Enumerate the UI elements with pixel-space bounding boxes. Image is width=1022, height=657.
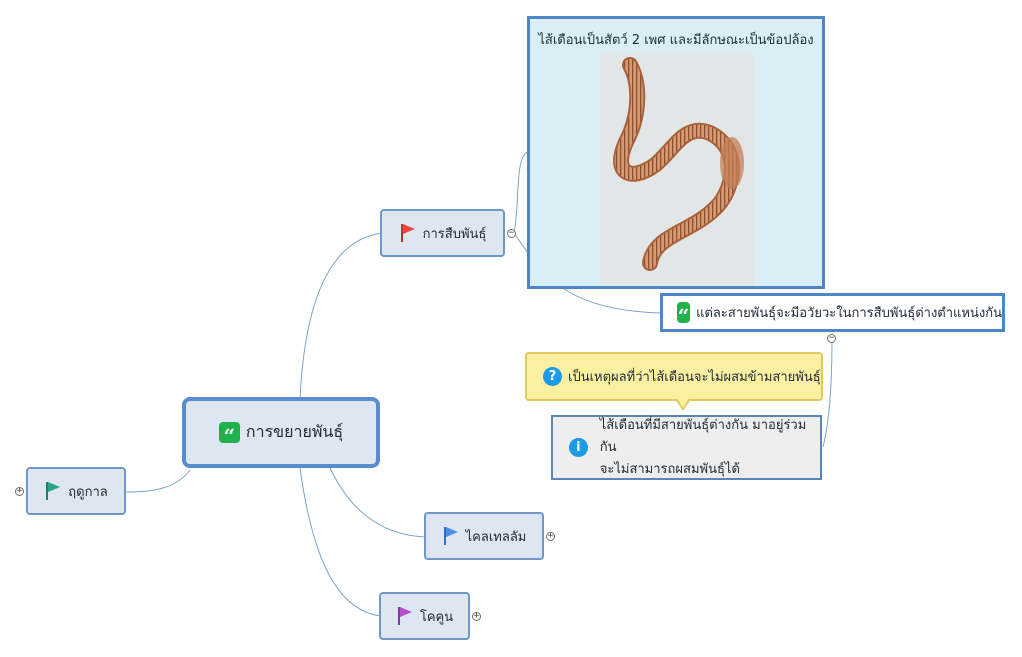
red-flag-icon	[400, 224, 415, 242]
collapse-toggle-note[interactable]: −	[827, 333, 836, 343]
image-caption: ไส้เดือนเป็นสัตว์ 2 เพศ และมีลักษณะเป็นข…	[538, 33, 814, 48]
expand-toggle-cocoon[interactable]: +	[472, 611, 481, 621]
central-topic-label: การขยายพันธุ์	[245, 422, 344, 441]
info-icon: i	[569, 438, 588, 457]
topic-reproduction-label: การสืบพันธุ์	[422, 226, 487, 242]
blue-flag-icon	[443, 527, 458, 545]
question-callout[interactable]: ? เป็นเหตุผลที่ว่าไส้เดือนจะไม่ผสมข้ามสา…	[525, 352, 823, 411]
quote-icon: “	[218, 422, 240, 446]
question-callout-label: เป็นเหตุผลที่ว่าไส้เดือนจะไม่ผสมข้ามสายพ…	[568, 370, 821, 385]
earthworm-image	[600, 53, 754, 285]
central-topic[interactable]: “ การขยายพันธุ์	[182, 397, 380, 468]
topic-clitellum[interactable]: ไคลเทลลัม	[424, 512, 544, 560]
image-topic[interactable]: ไส้เดือนเป็นสัตว์ 2 เพศ และมีลักษณะเป็นข…	[527, 16, 825, 289]
topic-season-label: ฤดูกาล	[68, 484, 108, 500]
callout-tail	[675, 398, 691, 411]
note-topic[interactable]: “ แต่ละสายพันธุ์จะมีอวัยวะในการสืบพันธุ์…	[660, 293, 1005, 332]
info-line-1: ไส้เดือนที่มีสายพันธุ์ต่างกัน มาอยู่ร่วม…	[599, 417, 807, 455]
earthworm-icon	[613, 57, 744, 271]
note-topic-label: แต่ละสายพันธุ์จะมีอวัยวะในการสืบพันธุ์ต่…	[696, 306, 1002, 321]
quote-icon: “	[677, 302, 691, 328]
topic-season[interactable]: ฤดูกาล	[26, 467, 126, 515]
collapse-toggle-reproduction[interactable]: −	[507, 228, 516, 238]
expand-toggle-season[interactable]: +	[15, 486, 24, 496]
topic-cocoon-label: โคคูน	[419, 609, 454, 625]
topic-reproduction[interactable]: การสืบพันธุ์	[380, 209, 505, 257]
green-flag-icon	[46, 482, 61, 500]
info-callout[interactable]: i ไส้เดือนที่มีสายพันธุ์ต่างกัน มาอยู่ร่…	[551, 415, 822, 480]
topic-clitellum-label: ไคลเทลลัม	[465, 529, 527, 545]
topic-cocoon[interactable]: โคคูน	[379, 592, 470, 640]
question-icon: ?	[543, 367, 562, 386]
purple-flag-icon	[397, 607, 412, 625]
info-line-2: จะไม่สามารถผสมพันธุ์ได้	[599, 461, 740, 477]
expand-toggle-clitellum[interactable]: +	[546, 531, 555, 541]
